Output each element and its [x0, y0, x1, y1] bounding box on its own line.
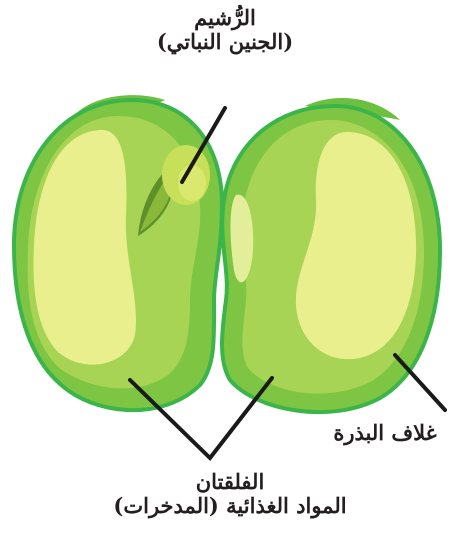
- right-seed-half: [222, 98, 440, 412]
- cotyledons-label-line1: الفلقتان: [45, 470, 415, 494]
- cotyledons-label-line2: المواد الغذائية (المدخرات): [45, 494, 415, 518]
- plumule-label-line2: (الجنين النباتي): [110, 30, 340, 54]
- plumule-label-line1: الرُّشيم: [110, 6, 340, 30]
- plumule-label: الرُّشيم (الجنين النباتي): [110, 6, 340, 54]
- cotyledons-label: الفلقتان المواد الغذائية (المدخرات): [45, 470, 415, 518]
- seed-coat-label: غلاف البذرة: [305, 421, 465, 445]
- left-seed-half: [14, 95, 222, 410]
